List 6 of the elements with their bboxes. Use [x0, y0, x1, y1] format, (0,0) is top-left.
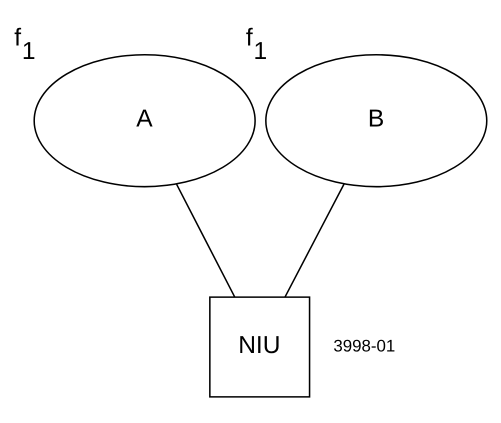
- node-box: NIU: [209, 296, 310, 398]
- connector: [284, 182, 345, 297]
- node-ellipse: B: [265, 53, 488, 187]
- label: 3998-01: [333, 336, 396, 355]
- connector: [176, 184, 236, 297]
- node-ellipse: A: [33, 53, 256, 187]
